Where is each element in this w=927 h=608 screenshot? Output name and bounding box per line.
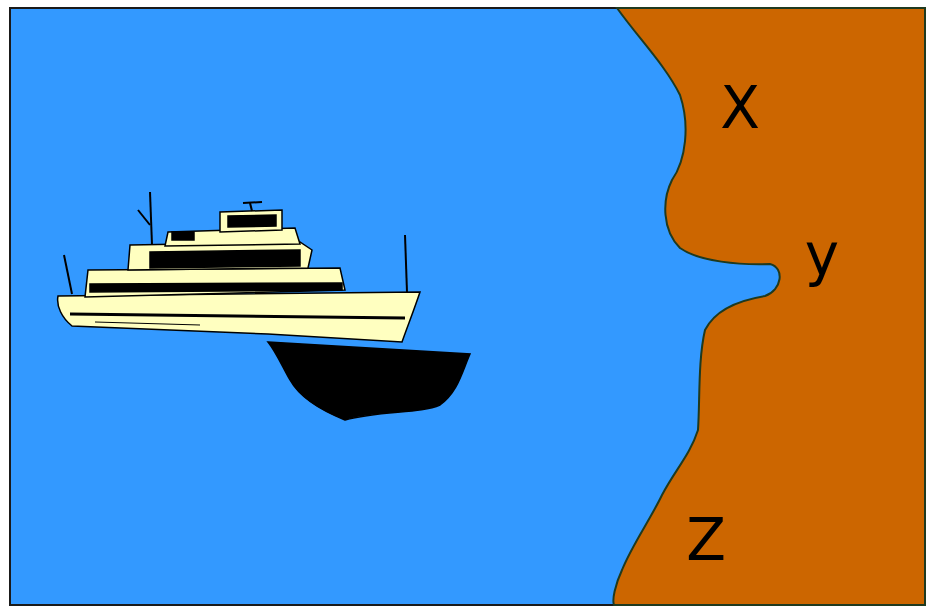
solar-panel <box>172 232 194 240</box>
wheelhouse <box>220 210 282 232</box>
region-label: Z <box>686 511 726 569</box>
hull-line <box>95 322 200 325</box>
region-label: y <box>805 226 839 284</box>
upper-windows <box>150 250 300 268</box>
hull <box>58 292 420 342</box>
land <box>613 8 925 605</box>
bow-mast <box>405 235 407 292</box>
upper-deck <box>128 242 312 270</box>
boat <box>58 192 470 420</box>
region-label: X <box>720 79 760 137</box>
main-deck <box>85 268 345 297</box>
stern-pole <box>64 255 72 294</box>
hull-stripe <box>70 314 405 318</box>
underwater-hull <box>268 342 470 420</box>
sea <box>10 8 925 605</box>
antenna <box>250 203 252 211</box>
window-band <box>90 283 342 292</box>
antenna-bar <box>243 202 262 203</box>
mast <box>150 192 152 245</box>
mast-arm <box>138 210 150 225</box>
wheelhouse-windows <box>228 215 276 227</box>
